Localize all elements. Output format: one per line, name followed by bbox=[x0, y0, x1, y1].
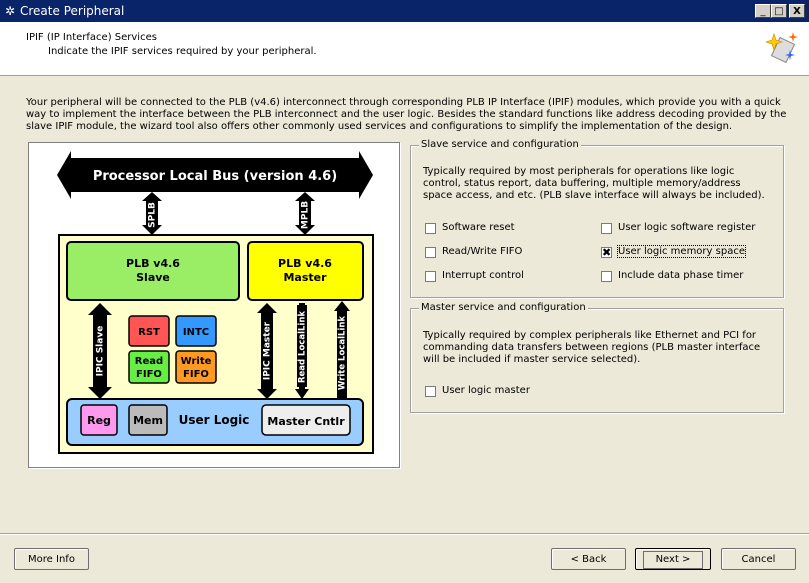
user-logic-memory-space-checkbox[interactable]: ✖ bbox=[601, 246, 612, 259]
splb-label: SPLB bbox=[148, 202, 158, 228]
bus-label: Processor Local Bus (version 4.6) bbox=[93, 169, 337, 184]
minimize-button[interactable]: _ bbox=[755, 4, 771, 18]
intc-block bbox=[175, 315, 217, 347]
app-icon: ✲ bbox=[4, 4, 16, 18]
more-info-button[interactable]: More Info bbox=[14, 548, 89, 570]
software-reset-checkbox[interactable] bbox=[425, 223, 436, 234]
user-logic-memory-space-label[interactable]: User logic memory space bbox=[617, 245, 746, 258]
write-locallink-arrow bbox=[334, 301, 350, 399]
mem-label: Mem bbox=[133, 414, 163, 427]
ipic-master-arrow bbox=[257, 303, 277, 399]
ipic-master-label: IPIC Master bbox=[263, 321, 273, 380]
page-title: IPIF (IP Interface) Services bbox=[26, 32, 157, 43]
slave-group-description: Typically required by most peripherals f… bbox=[423, 166, 765, 201]
interrupt-control-checkbox[interactable] bbox=[425, 271, 436, 282]
cancel-button[interactable]: Cancel bbox=[721, 548, 796, 570]
splb-arrow bbox=[142, 192, 162, 235]
next-button[interactable]: Next > bbox=[635, 548, 711, 570]
read-fifo-line1: Read bbox=[135, 356, 163, 367]
title-bar[interactable]: ✲ Create Peripheral _ □ X bbox=[0, 0, 809, 22]
user-logic-master-label[interactable]: User logic master bbox=[442, 385, 530, 396]
mplb-label: MPLB bbox=[301, 201, 311, 229]
ipic-slave-arrow bbox=[88, 303, 112, 399]
master-group-description: Typically required by complex peripheral… bbox=[423, 330, 761, 365]
master-cntlr-label: Master Cntlr bbox=[267, 415, 345, 428]
user-logic-software-register-label[interactable]: User logic software register bbox=[618, 222, 756, 233]
user-logic-software-register-checkbox[interactable] bbox=[601, 223, 612, 234]
close-button[interactable]: X bbox=[789, 4, 805, 18]
user-logic-label: User Logic bbox=[179, 413, 250, 427]
window-title: Create Peripheral bbox=[20, 4, 125, 18]
software-reset-label[interactable]: Software reset bbox=[442, 222, 515, 233]
read-fifo-block bbox=[128, 350, 170, 384]
include-data-phase-timer-label[interactable]: Include data phase timer bbox=[618, 270, 744, 281]
intro-text: Your peripheral will be connected to the… bbox=[26, 97, 787, 132]
plb-bus-arrow bbox=[57, 151, 373, 199]
intc-label: INTC bbox=[183, 327, 209, 338]
diagram-svg: Processor Local Bus (version 4.6) SPLB M… bbox=[57, 151, 374, 454]
slave-line2: Slave bbox=[136, 271, 170, 284]
master-line1: PLB v4.6 bbox=[278, 257, 332, 270]
footer-separator bbox=[0, 533, 809, 535]
read-write-fifo-checkbox[interactable] bbox=[425, 247, 436, 258]
write-locallink-label: Write LocalLink bbox=[338, 316, 348, 390]
rst-label: RST bbox=[138, 327, 160, 338]
interrupt-control-label[interactable]: Interrupt control bbox=[442, 270, 524, 281]
reg-block bbox=[80, 404, 118, 436]
slave-service-group: Slave service and configuration Typicall… bbox=[410, 139, 784, 298]
maximize-button[interactable]: □ bbox=[771, 4, 787, 18]
write-fifo-block bbox=[175, 350, 217, 384]
ipic-slave-label: IPIC Slave bbox=[96, 326, 106, 377]
wizard-header: IPIF (IP Interface) Services Indicate th… bbox=[0, 22, 809, 76]
write-fifo-line1: Write bbox=[181, 356, 212, 367]
wizard-sparkle-icon bbox=[766, 32, 798, 64]
rst-block bbox=[128, 315, 170, 347]
write-fifo-line2: FIFO bbox=[183, 369, 209, 380]
read-locallink-label: Read LocalLink bbox=[298, 311, 308, 383]
master-group-legend: Master service and configuration bbox=[419, 302, 588, 313]
plb-master-block bbox=[247, 241, 364, 301]
include-data-phase-timer-checkbox[interactable] bbox=[601, 271, 612, 282]
read-fifo-line2: FIFO bbox=[136, 369, 162, 380]
user-logic-master-checkbox[interactable] bbox=[425, 386, 436, 397]
read-locallink-band bbox=[297, 305, 307, 387]
back-button[interactable]: < Back bbox=[551, 548, 626, 570]
slave-line1: PLB v4.6 bbox=[126, 257, 180, 270]
mem-block bbox=[128, 404, 168, 436]
mplb-arrow bbox=[295, 192, 315, 235]
slave-group-legend: Slave service and configuration bbox=[419, 139, 581, 150]
plb-slave-block bbox=[66, 241, 240, 301]
read-write-fifo-label[interactable]: Read/Write FIFO bbox=[442, 246, 523, 257]
master-cntlr-block bbox=[261, 404, 351, 436]
next-button-label: Next > bbox=[643, 551, 703, 569]
ipif-block-diagram: Processor Local Bus (version 4.6) SPLB M… bbox=[28, 142, 400, 468]
page-subtitle: Indicate the IPIF services required by y… bbox=[48, 46, 317, 57]
reg-label: Reg bbox=[87, 414, 111, 427]
master-service-group: Master service and configuration Typical… bbox=[410, 302, 784, 413]
master-line2: Master bbox=[283, 271, 327, 284]
